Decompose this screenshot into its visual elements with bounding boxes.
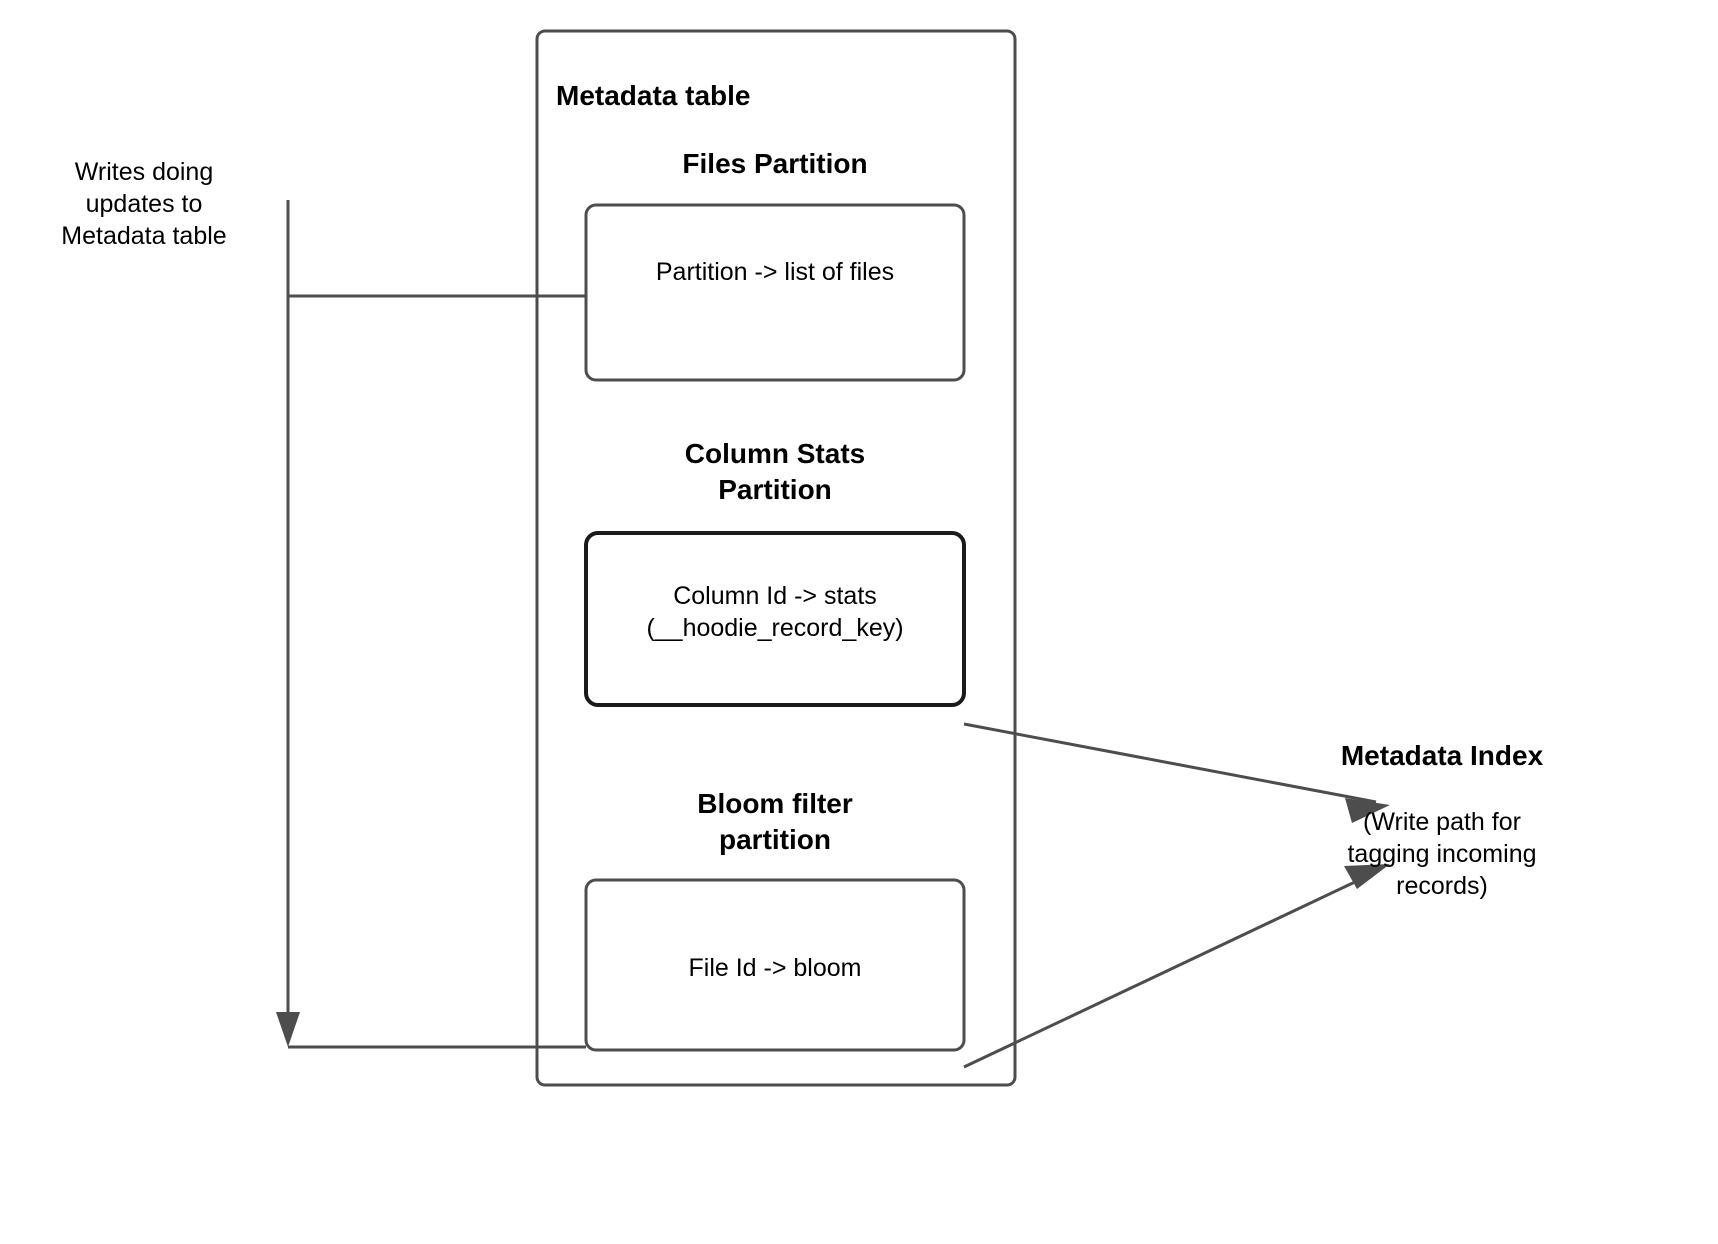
bloom-filter-partition-box[interactable] [584,878,966,1052]
column-stats-to-index-connector [963,722,1377,804]
writes-source-label: Writes doing updates to Metadata table [61,158,227,250]
arrow-right-icon-2 [1344,864,1390,889]
column-stats-partition-box-text: Column Id -> stats (__hoodie_record_key) [646,582,904,642]
arrow-down-icon [276,1012,300,1047]
column-stats-partition-box[interactable] [584,531,966,707]
bloom-filter-partition-box-text: File Id -> bloom [688,954,862,982]
files-partition-box-text: Partition -> list of files [655,258,895,286]
column-stats-partition-heading: Column Stats Partition [684,438,866,505]
bloom-filter-partition-heading: Bloom filter partition [697,788,853,855]
bloom-to-index-connector [963,870,1377,1069]
arrow-right-icon [1345,798,1390,823]
files-partition-heading: Files Partition [682,148,868,179]
files-partition-box[interactable] [584,203,966,382]
metadata-index-note: (Write path for tagging incoming records… [1347,808,1537,900]
metadata-table-title: Metadata table [556,80,751,111]
metadata-index-title: Metadata Index [1340,740,1544,771]
